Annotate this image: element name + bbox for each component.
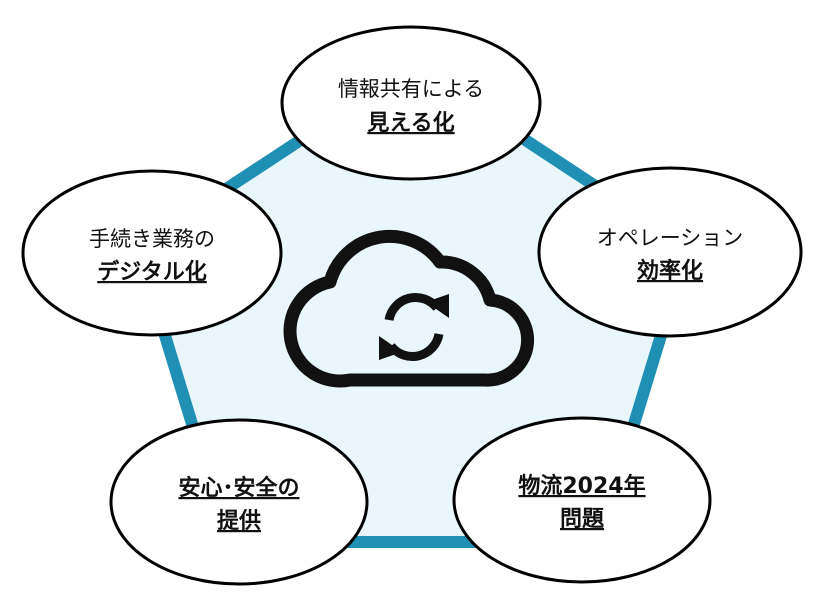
- node-label-emphasis: デジタル化: [97, 259, 207, 285]
- cloud-sync-icon: [283, 229, 534, 388]
- node-ellipse: [537, 166, 803, 338]
- node-label: 物流2024年: [518, 473, 645, 499]
- node-label-emphasis: 効率化: [637, 258, 703, 284]
- node-label: 手続き業務の: [89, 227, 215, 251]
- node-label: 情報共有による: [338, 77, 484, 101]
- node-label-emphasis: 見える化: [367, 110, 454, 136]
- node-left: 手続き業務の デジタル化: [21, 169, 283, 337]
- node-label: 安心･安全の: [178, 475, 299, 501]
- node-ellipse: [452, 416, 712, 584]
- node-label-emphasis: 問題: [560, 507, 605, 532]
- node-top: 情報共有による 見える化: [280, 25, 542, 181]
- node-ellipse: [109, 418, 369, 586]
- node-bottom-left: 安心･安全の 提供: [109, 418, 369, 586]
- node-right: オペレーション 効率化: [537, 166, 803, 338]
- node-bottom-right: 物流2024年 問題: [452, 416, 712, 584]
- node-label: オペレーション: [597, 226, 744, 250]
- node-ellipse: [280, 25, 542, 181]
- node-label-emphasis: 提供: [217, 508, 261, 534]
- node-ellipse: [21, 169, 283, 337]
